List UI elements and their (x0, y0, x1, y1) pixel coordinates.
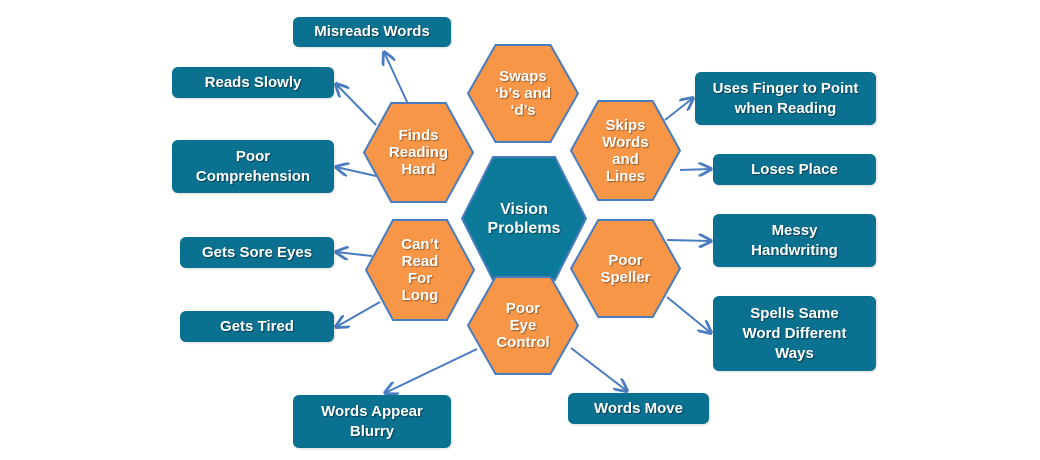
category-hexagon-poor-eye-control (466, 276, 580, 375)
arrow-to-words-move (570, 347, 627, 391)
symptom-label: Gets Tired (220, 317, 294, 335)
symptom-box-poor-comprehension: Poor Comprehension (172, 140, 334, 193)
category-hexagon-swaps-bs-and-ds (466, 44, 580, 143)
symptom-label: Messy Handwriting (751, 221, 838, 259)
arrow-to-poor-comprehension (336, 167, 377, 177)
arrow-to-reads-slowly (336, 84, 377, 126)
category-hexagon-poor-speller (569, 219, 682, 318)
category-hexagon-cant-read-for-long (364, 219, 476, 321)
symptom-box-spells-same-word: Spells Same Word Different Ways (713, 296, 876, 371)
arrow-to-gets-tired (336, 301, 381, 327)
symptom-label: Misreads Words (314, 23, 430, 40)
symptom-box-gets-sore-eyes: Gets Sore Eyes (180, 237, 334, 268)
symptom-label: Uses Finger to Point when Reading (712, 79, 859, 117)
arrow-to-loses-place (679, 169, 711, 170)
symptom-box-misreads-words: Misreads Words (293, 17, 451, 47)
symptom-label: Spells Same Word Different Ways (742, 304, 847, 362)
symptom-label: Reads Slowly (204, 73, 302, 91)
arrow-to-messy-handwriting (666, 240, 711, 241)
symptom-box-words-appear-blurry: Words Appear Blurry (293, 395, 451, 448)
symptom-box-reads-slowly: Reads Slowly (172, 67, 334, 98)
arrow-to-words-appear-blurry (385, 348, 478, 393)
arrow-to-misreads-words (384, 52, 409, 105)
symptom-label: Poor Comprehension (195, 147, 311, 185)
symptom-box-uses-finger: Uses Finger to Point when Reading (695, 72, 876, 125)
symptom-label: Words Move (594, 399, 683, 417)
symptom-box-words-move: Words Move (568, 393, 709, 424)
symptom-label: Loses Place (751, 160, 838, 178)
arrow-to-uses-finger (664, 98, 693, 121)
category-hexagon-finds-reading-hard (362, 102, 475, 203)
symptom-box-gets-tired: Gets Tired (180, 311, 334, 342)
arrow-to-spells-same-word (666, 296, 711, 333)
symptom-label: Gets Sore Eyes (201, 243, 313, 261)
category-hexagon-skips-words-and-lines (569, 100, 682, 201)
hub-hexagon (460, 156, 588, 281)
symptom-box-messy-handwriting: Messy Handwriting (713, 214, 876, 267)
arrow-to-gets-sore-eyes (336, 252, 373, 256)
symptom-box-loses-place: Loses Place (713, 154, 876, 185)
symptom-label: Words Appear Blurry (321, 402, 423, 440)
